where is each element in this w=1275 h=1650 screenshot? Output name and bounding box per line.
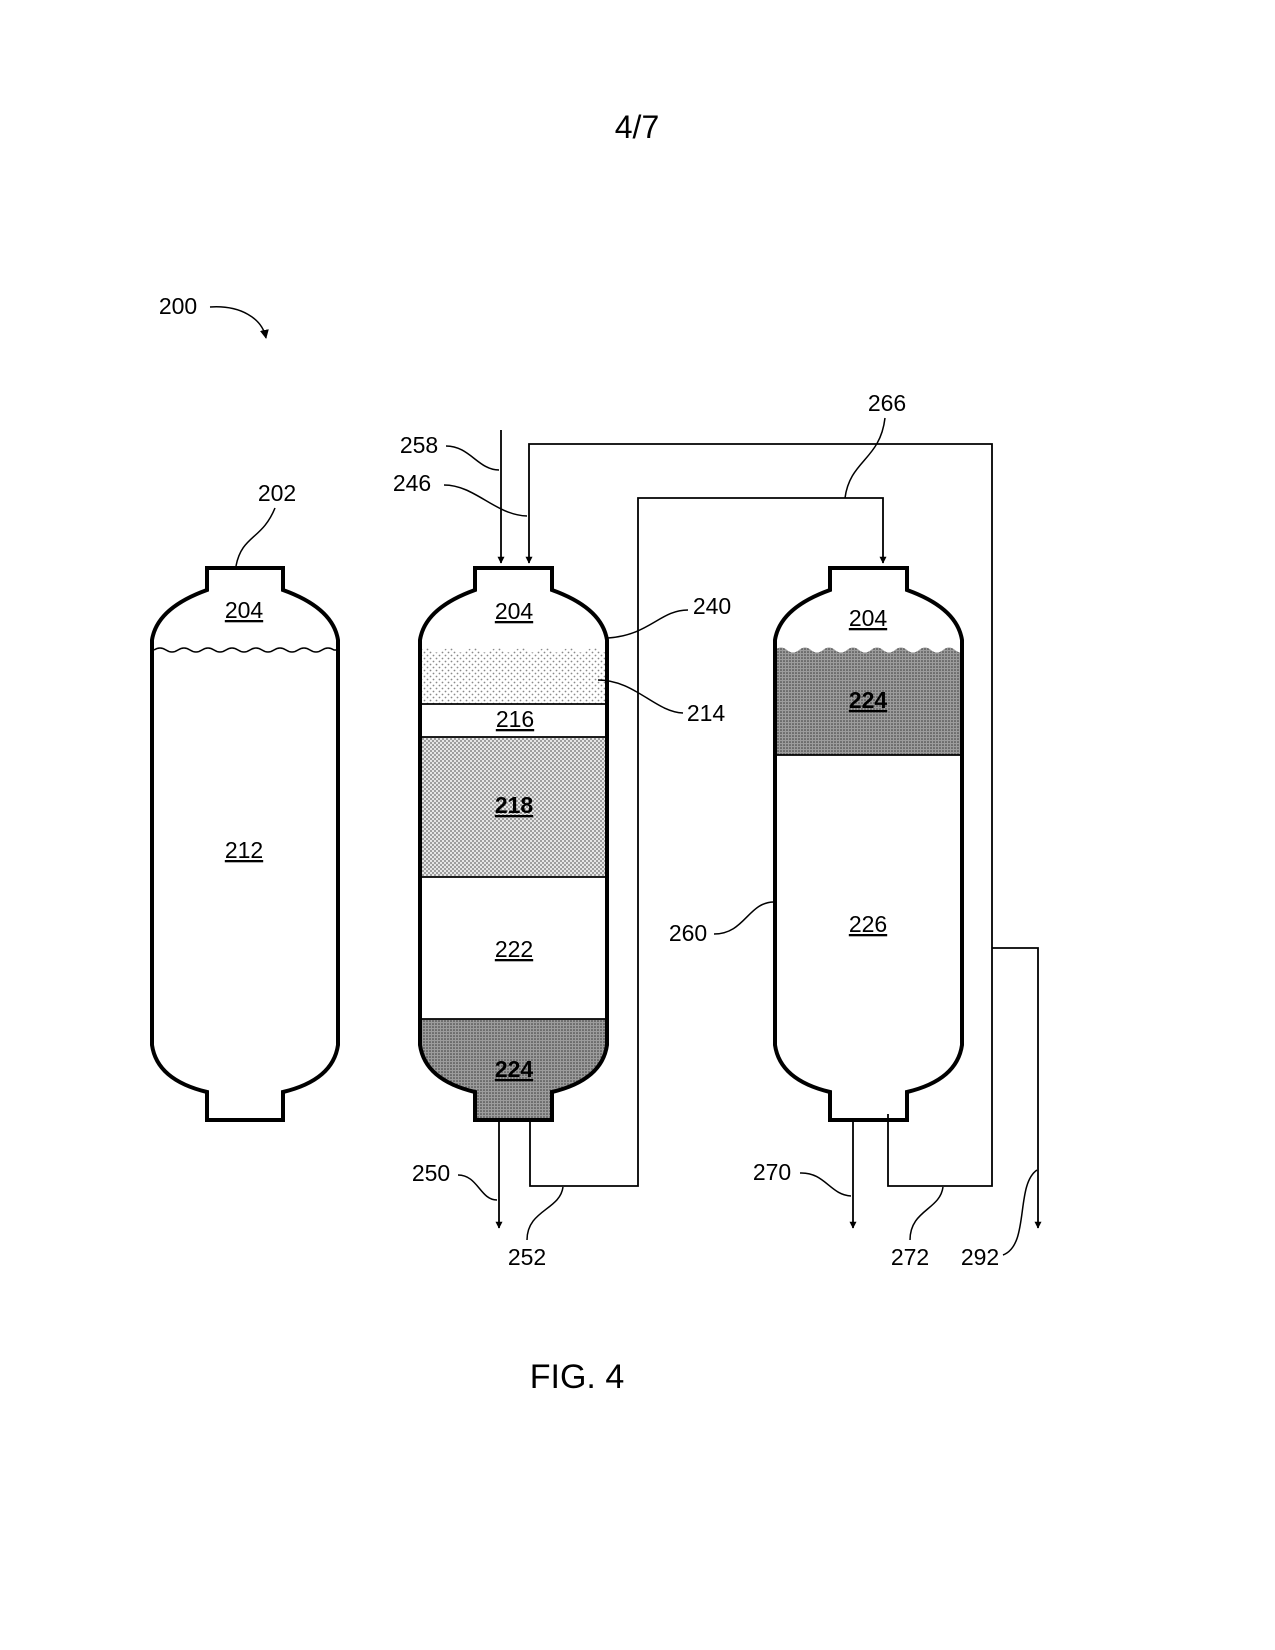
label-260: 260	[669, 920, 707, 946]
label-214: 214	[687, 700, 726, 726]
vessel-202-liquid-level	[154, 648, 336, 652]
leader-266	[845, 418, 885, 498]
vessel-260: 204 224 226	[775, 568, 967, 1120]
label-204-vessel-202: 204	[225, 597, 264, 623]
outlet-292-line	[992, 948, 1038, 1228]
vessel-202: 204 212	[152, 568, 338, 1120]
label-204-vessel-240: 204	[495, 598, 534, 624]
vessel-240: 204 216 218 222 224	[418, 568, 612, 1124]
leader-258	[446, 446, 499, 470]
label-240: 240	[693, 593, 731, 619]
leader-250	[458, 1175, 497, 1200]
label-222: 222	[495, 936, 533, 962]
label-292: 292	[961, 1244, 999, 1270]
page-number: 4/7	[615, 109, 659, 145]
label-200: 200	[159, 293, 197, 319]
leader-270	[800, 1173, 851, 1196]
label-212: 212	[225, 837, 263, 863]
label-224-vessel-240: 224	[495, 1056, 534, 1082]
label-250: 250	[412, 1160, 450, 1186]
label-258: 258	[400, 432, 438, 458]
leader-200-arrow	[210, 307, 266, 338]
leader-202	[236, 508, 275, 566]
label-224-vessel-260: 224	[849, 687, 888, 713]
label-204-vessel-260: 204	[849, 605, 888, 631]
outlet-272-line	[888, 948, 992, 1186]
label-270: 270	[753, 1159, 791, 1185]
leader-260	[714, 902, 774, 934]
leader-214	[598, 680, 683, 713]
label-202: 202	[258, 480, 296, 506]
layer-214	[420, 648, 612, 705]
label-272: 272	[891, 1244, 929, 1270]
leader-246	[444, 485, 527, 516]
figure-caption: FIG. 4	[530, 1358, 624, 1396]
label-246: 246	[393, 470, 431, 496]
leader-292	[1003, 1170, 1037, 1255]
label-218: 218	[495, 792, 534, 818]
label-266: 266	[868, 390, 906, 416]
label-252: 252	[508, 1244, 546, 1270]
label-216: 216	[496, 706, 534, 732]
leader-272	[910, 1187, 943, 1240]
label-226: 226	[849, 911, 887, 937]
leader-252	[527, 1187, 563, 1240]
leader-240	[608, 610, 688, 638]
